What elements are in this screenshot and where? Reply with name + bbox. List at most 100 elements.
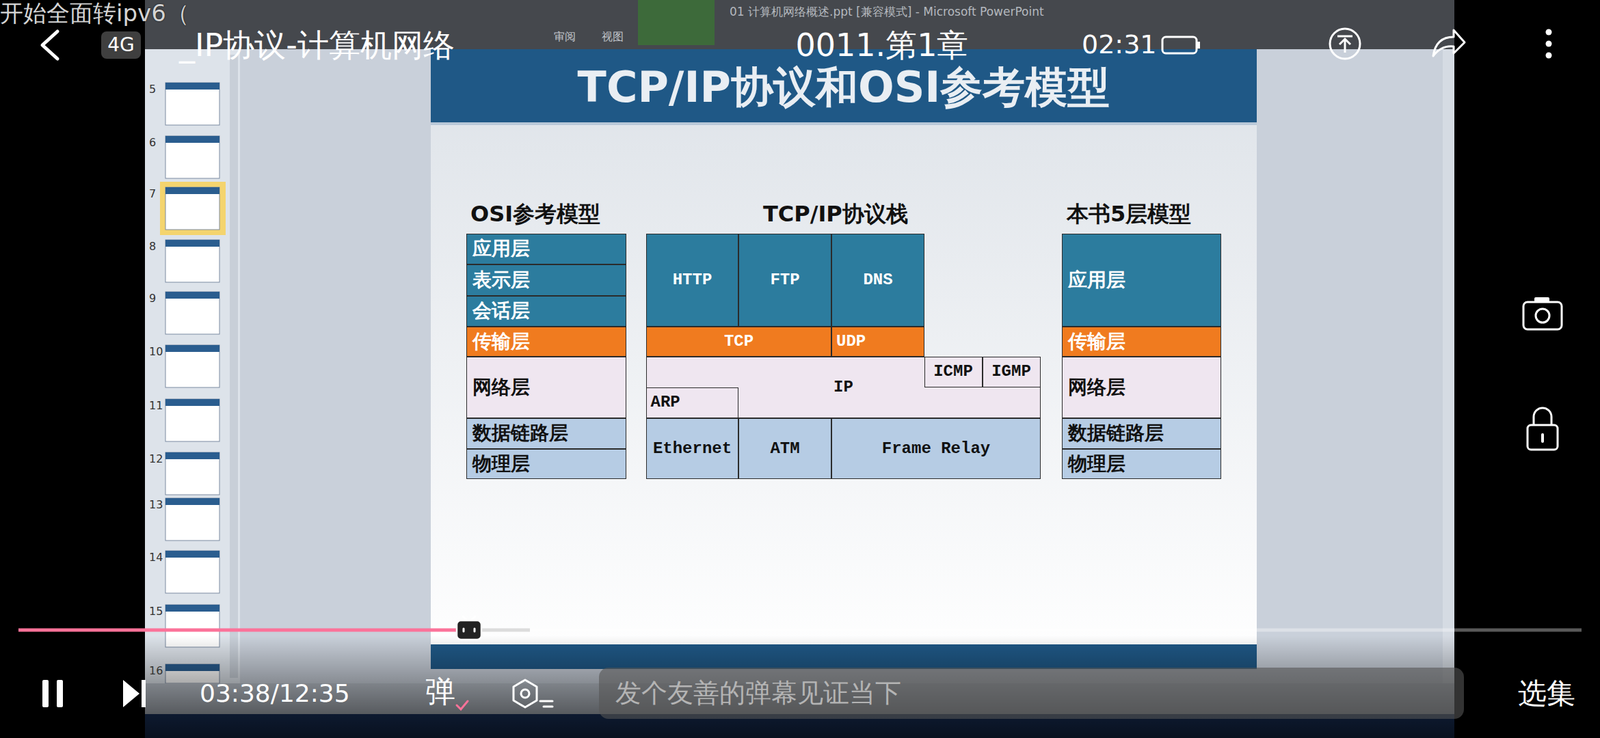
slide-number: 10 [149, 345, 163, 359]
slide-number: 9 [149, 292, 156, 305]
clock-time: 02:31 [1081, 30, 1157, 61]
node-label: 应用层 [1068, 269, 1126, 292]
node-label: 网络层 [472, 376, 530, 399]
node-label: FTP [769, 270, 800, 290]
book-layer-box: 物理层 [1061, 449, 1222, 480]
book-layer-box: 应用层 [1061, 233, 1222, 327]
protocol-box: HTTP [646, 233, 739, 327]
protocol-box: UDP [831, 326, 925, 357]
node-label: 传输层 [472, 330, 530, 353]
node-label: 数据链路层 [1068, 422, 1164, 445]
slide-body [430, 49, 1257, 670]
protocol-box: FTP [738, 233, 832, 327]
pause-icon [56, 680, 63, 708]
lock-keyhole [1541, 434, 1544, 442]
thumbnail-band [165, 240, 220, 247]
node-label: 传输层 [1068, 330, 1126, 353]
player-bottom-shade [0, 635, 1600, 738]
thumbnail-pane [144, 49, 240, 684]
more-menu-dot [1545, 52, 1553, 59]
slide-thumbnail [165, 291, 220, 335]
node-label: HTTP [672, 270, 713, 290]
node-label: Frame Relay [882, 439, 991, 459]
slide-number: 8 [149, 240, 156, 253]
book-layer-box: 数据链路层 [1061, 418, 1222, 450]
osi-layer-box: 数据链路层 [466, 418, 627, 450]
ribbon-tab: 审阅 [553, 30, 576, 44]
node-label: 网络层 [1068, 376, 1126, 399]
slide-number: 5 [149, 83, 156, 96]
protocol-box: DNS [831, 233, 925, 327]
protocol-box: IP ICMP IGMP ARP [646, 356, 1041, 419]
video-title: _IP协议-计算机网络 [179, 27, 455, 64]
protocol-box: ICMP [924, 356, 983, 388]
protocol-box: ATM [738, 418, 832, 480]
thumbnail-band [165, 498, 220, 506]
node-label: Ethernet [652, 439, 732, 459]
protocol-box: Frame Relay [831, 418, 1041, 480]
slide-thumbnail [165, 452, 220, 496]
column-heading: 本书5层模型 [1066, 201, 1192, 228]
more-menu-dot [1545, 29, 1553, 36]
thumbnail-highlight [160, 181, 226, 236]
slide-number: 14 [149, 551, 163, 565]
thumbnail-band [165, 605, 220, 612]
column-heading: OSI参考模型 [470, 201, 601, 228]
slide-number: 7 [149, 188, 156, 201]
node-label: 物理层 [1068, 453, 1126, 476]
ribbon-tool-tab [637, 0, 715, 46]
thumbnail-band [165, 551, 220, 558]
playback-time: 03:38/12:35 [199, 679, 351, 708]
progress-played [18, 629, 470, 633]
screenshot-icon-top [1534, 297, 1550, 303]
thumbnail-band [165, 82, 220, 90]
node-label: 发个友善的弹幕见证当下 [615, 678, 902, 710]
editor-area [240, 49, 1455, 684]
danmaku-settings-icon [513, 680, 537, 708]
progress-thumb-eyes [463, 629, 475, 632]
lock-icon [1527, 425, 1558, 450]
danmaku-on-check [456, 701, 468, 710]
slide-number: 13 [149, 499, 163, 512]
node-label: 会话层 [472, 300, 530, 323]
node-label: IP [833, 378, 854, 398]
node-label: 应用层 [472, 237, 530, 260]
osi-layer-box: 会话层 [466, 296, 627, 327]
protocol-box: IGMP [982, 356, 1041, 388]
next-icon [123, 680, 140, 708]
thumbnail-band [165, 345, 220, 353]
node-label: TCP [724, 332, 754, 352]
battery-tip [1197, 41, 1200, 49]
book-layer-box: 网络层 [1061, 356, 1222, 419]
node-label: 4G [107, 34, 135, 57]
protocol-box: ARP [646, 387, 739, 419]
editor-scrollbar [1442, 49, 1455, 684]
node-label: ARP [650, 393, 681, 413]
float-window-arrow [1337, 36, 1353, 53]
thumbnail-band [165, 291, 220, 299]
node-label: IGMP [991, 362, 1032, 382]
slide-thumbnail [165, 82, 220, 126]
slide-number: 12 [149, 453, 163, 466]
danmaku-settings-hub [521, 689, 530, 699]
danmaku-input-box: 发个友善的弹幕见证当下 [598, 668, 1464, 720]
protocol-box: TCP [646, 326, 832, 357]
pane-scrollbar [229, 54, 238, 679]
osi-layer-box: 传输层 [466, 326, 627, 357]
protocol-box: Ethernet [646, 418, 739, 480]
node-label: 表示层 [472, 269, 530, 292]
column-heading: TCP/IP协议栈 [763, 201, 909, 228]
slide-thumbnail [165, 187, 220, 230]
screenshot-icon [1523, 302, 1562, 330]
network-badge: 4G [101, 31, 141, 59]
slide-thumbnail [165, 498, 220, 541]
share-icon [1433, 30, 1465, 57]
slide-thumbnail [165, 399, 220, 442]
node-label: UDP [836, 332, 866, 352]
window-title: 01 计算机网络概述.ppt [兼容模式] - Microsoft PowerP… [729, 5, 1045, 20]
slide-number: 15 [149, 605, 163, 619]
next-icon-bar [141, 680, 146, 708]
danmaku-settings-lines [540, 701, 553, 708]
thumbnail-band [165, 399, 220, 407]
